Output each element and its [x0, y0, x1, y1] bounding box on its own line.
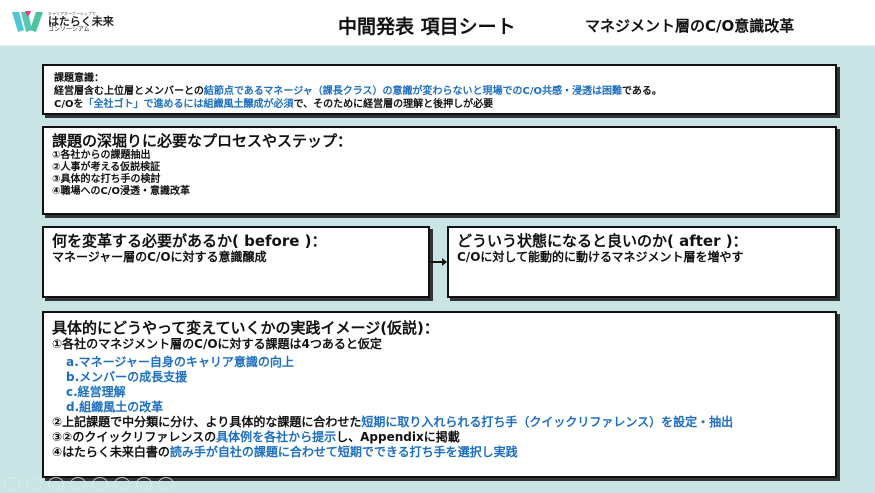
previous-icon[interactable] — [4, 477, 20, 491]
practice-box: 具体的にどうやって変えていくかの実践イメージ(仮説)： ①各社のマネジメント層の… — [42, 311, 837, 478]
page-subtitle: マネジメント層のC/O意識改革 — [585, 17, 795, 35]
issue-box: 課題意識： 経営層含む上位層とメンバーとの結節点であるマネージャ（課長クラス）の… — [42, 64, 837, 115]
practice-sub-item: a.マネージャー自身のキャリア意識の向上 — [66, 355, 294, 369]
highlight: 具体例を各社から提示 — [216, 430, 337, 444]
practice-line-1: ①各社のマネジメント層のC/Oに対する課題は4つあると仮定 — [52, 337, 382, 351]
process-item: ①各社からの課題抽出 — [52, 150, 151, 161]
next-icon[interactable] — [26, 477, 42, 491]
before-heading: 何を変革する必要があるか( before )： — [52, 232, 327, 250]
practice-sub-item: b.メンバーの成長支援 — [66, 370, 188, 384]
before-box: 何を変革する必要があるか( before )： マネージャー層のC/Oに対する意… — [42, 226, 430, 298]
process-item: ②人事が考える仮説検証 — [52, 162, 161, 173]
text: 経営層含む上位層とメンバーとの — [54, 86, 204, 97]
slideshow-toolbar — [4, 477, 174, 491]
process-box: 課題の深堀りに必要なプロセスやステップ： ①各社からの課題抽出 ②人事が考える仮… — [42, 126, 837, 215]
highlight: 短期に取り入れられる打ち手（クイックリファレンス）を設定・抽出 — [361, 415, 734, 429]
practice-line-4: ④はたらく未来白書の読み手が自社の課題に合わせて短期でできる打ち手を選択し実践 — [52, 445, 827, 460]
practice-heading: 具体的にどうやって変えていくかの実践イメージ(仮説)： — [52, 319, 439, 337]
issue-line-2: C/Oを「全社ゴト」で進めるには組織風土醸成が必須で、そのために経営層の理解と後… — [54, 98, 825, 111]
text: で、そのために経営層の理解と後押しが必要 — [293, 99, 494, 110]
after-text: C/Oに対して能動的に動けるマネジメント層を増やす — [457, 250, 744, 264]
after-box: どういう状態になると良いのか( after )： C/Oに対して能動的に動けるマ… — [447, 226, 837, 298]
highlight: 「全社ゴト」で進めるには組織風土醸成が必須 — [83, 99, 294, 110]
slides-icon[interactable] — [70, 477, 86, 491]
subtitle-icon[interactable] — [114, 477, 130, 491]
process-heading: 課題の深堀りに必要なプロセスやステップ： — [52, 132, 353, 150]
before-text: マネージャー層のC/Oに対する意識醸成 — [52, 250, 267, 264]
text: ②上記課題で中分類に分け、より具体的な課題に合わせた — [52, 415, 362, 429]
text: ④はたらく未来白書の — [52, 445, 170, 459]
practice-sub-item: d.組織風土の改革 — [66, 400, 164, 414]
header: キャリアオーナーシップで はたらく未来 コンソーシアム 中間発表 項目シート マ… — [0, 0, 875, 47]
highlight: 結節点であるマネージャ（課長クラス）の意識が変わらないと現場でのC/O共感・浸透… — [203, 86, 622, 97]
text: し、Appendixに掲載 — [336, 430, 460, 444]
zoom-icon[interactable] — [92, 477, 108, 491]
text: C/Oを — [54, 99, 84, 110]
pen-icon[interactable] — [48, 477, 64, 491]
issue-heading: 課題意識： — [54, 73, 104, 84]
logo-main-text: はたらく未来 — [48, 14, 114, 28]
process-item: ③具体的な打ち手の検討 — [52, 174, 161, 185]
logo-w-icon — [12, 11, 43, 32]
arrow-icon — [431, 258, 447, 266]
page-title: 中間発表 項目シート — [338, 16, 516, 38]
logo-small-text: キャリアオーナーシップで — [48, 10, 96, 16]
logo-sub-text: コンソーシアム — [48, 25, 90, 33]
text: ③②のクイックリファレンスの — [52, 430, 217, 444]
text: である。 — [622, 86, 662, 97]
issue-line-1: 経営層含む上位層とメンバーとの結節点であるマネージャ（課長クラス）の意識が変わら… — [54, 85, 825, 98]
practice-line-2: ②上記課題で中分類に分け、より具体的な課題に合わせた短期に取り入れられる打ち手（… — [52, 415, 827, 430]
more-icon[interactable] — [158, 477, 174, 491]
camera-icon[interactable] — [136, 477, 152, 491]
logo: キャリアオーナーシップで はたらく未来 コンソーシアム — [12, 10, 114, 34]
practice-line-3: ③②のクイックリファレンスの具体例を各社から提示し、Appendixに掲載 — [52, 430, 827, 445]
after-heading: どういう状態になると良いのか( after )： — [457, 232, 748, 250]
highlight: 読み手が自社の課題に合わせて短期でできる打ち手を選択し実践 — [169, 445, 518, 459]
process-item: ④職場へのC/O浸透・意識改革 — [52, 186, 190, 197]
practice-sub-item: c.経営理解 — [66, 385, 126, 399]
